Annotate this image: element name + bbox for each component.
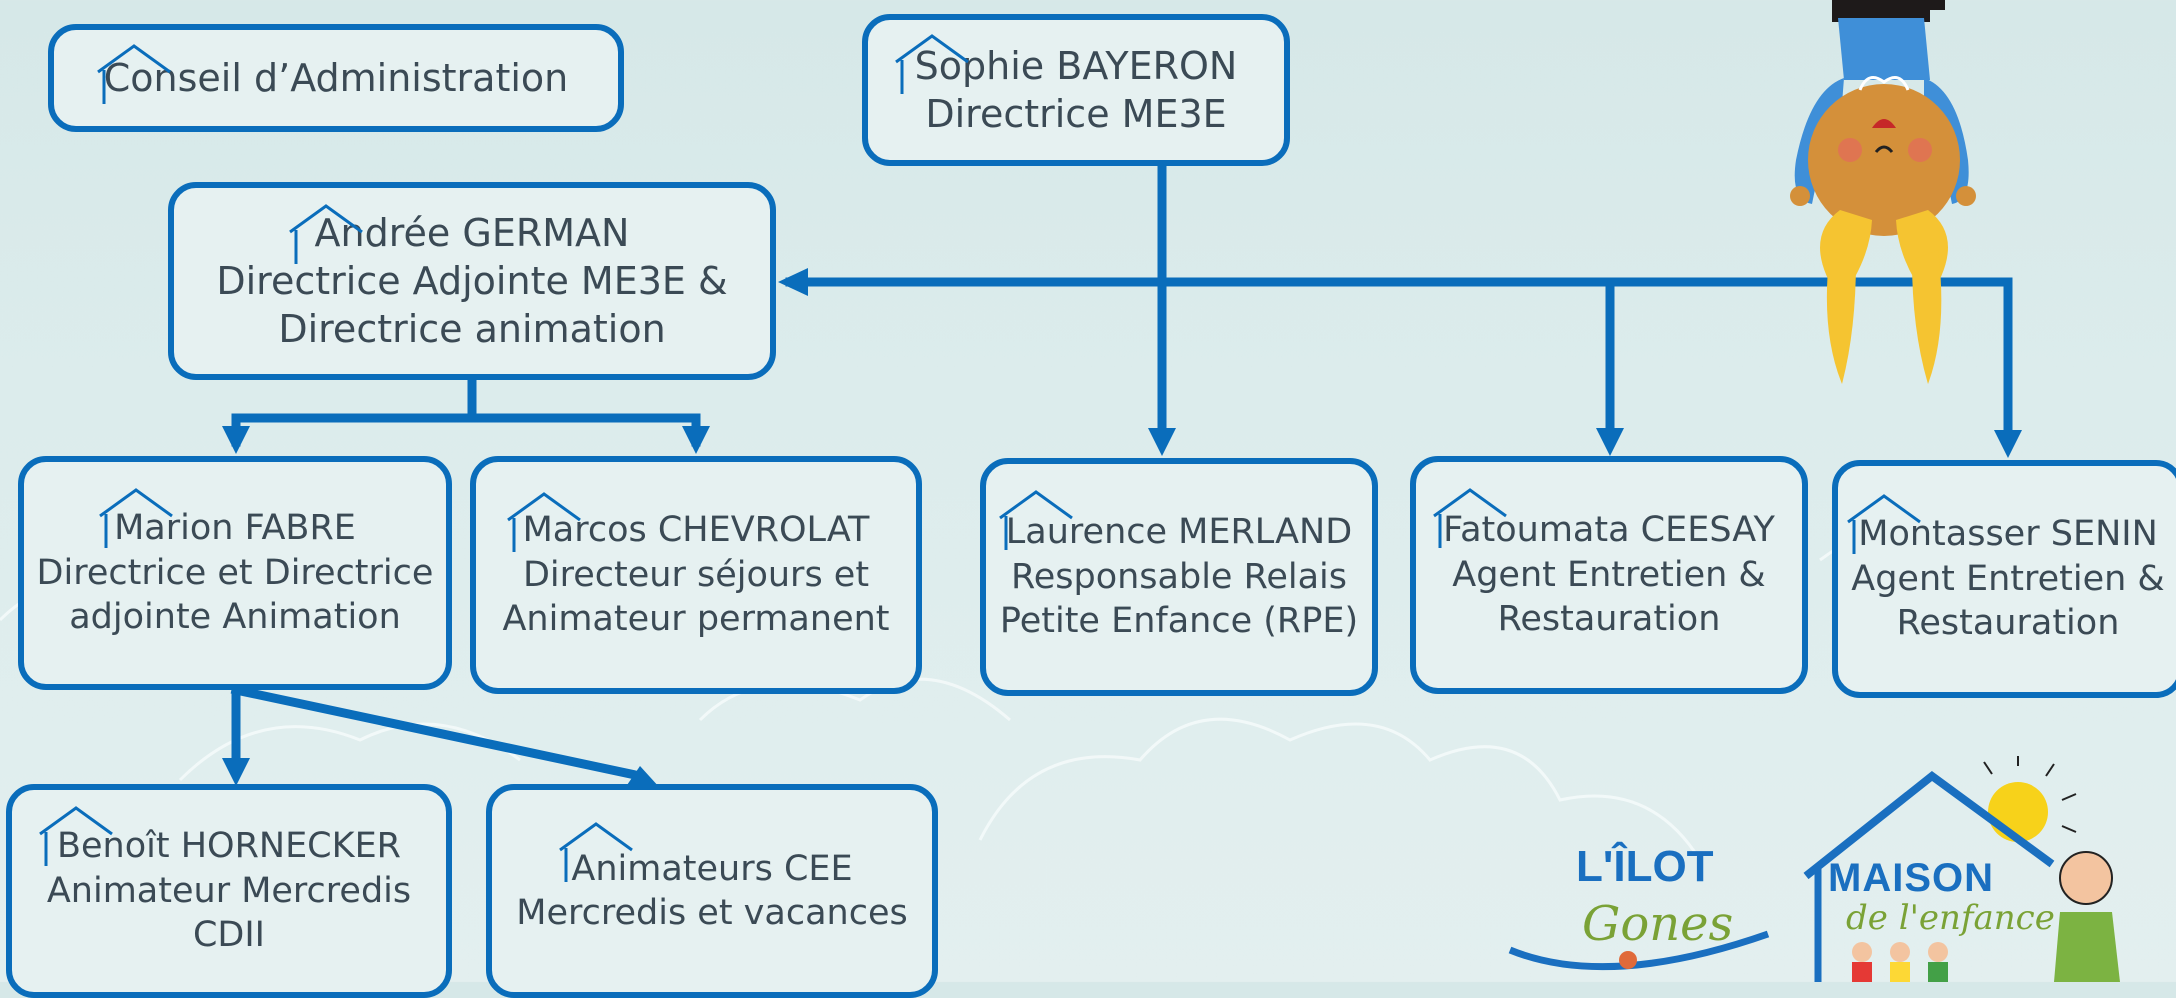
child-mascot-icon: [1790, 0, 1976, 384]
node-text-line: Fatoumata CEESAY: [1443, 510, 1775, 551]
node-text-line: Marcos CHEVROLAT: [522, 510, 870, 551]
node-text-line: Mercredis et vacances: [516, 893, 908, 933]
logo-enfance-text: de l'enfance: [1846, 898, 2055, 938]
node-text-line: Laurence MERLAND: [1005, 512, 1353, 553]
node-bayeron: Sophie BAYERON Directrice ME3E: [862, 14, 1290, 166]
node-text-line: adjointe Animation: [69, 597, 401, 638]
node-text-line: CDII: [192, 915, 266, 956]
node-animateurs-cee: Animateurs CEE Mercredis et vacances: [486, 784, 938, 998]
node-text-line: Marion FABRE: [114, 508, 356, 549]
node-text-line: Agent Entretien &: [1851, 558, 2165, 599]
logo-ilot-arc: [1508, 930, 1770, 971]
node-conseil-administration: Conseil d’Administration: [48, 24, 624, 132]
node-text-line: Conseil d’Administration: [103, 55, 569, 100]
node-senin: Montasser SENIN Agent Entretien & Restau…: [1832, 460, 2176, 698]
node-text-line: Petite Enfance (RPE): [999, 601, 1359, 642]
node-text-line: Directrice Adjointe ME3E &: [216, 258, 728, 303]
logo-ilot-gones: L'ÎLOT Gones: [1508, 842, 1778, 982]
sun-icon: [1803, 756, 2120, 982]
node-hornecker: Benoît HORNECKER Animateur Mercredis CDI…: [6, 784, 452, 998]
logo-maison-enfance: MAISON de l'enfance: [1800, 752, 2176, 982]
node-text-line: Restauration: [1497, 599, 1721, 640]
node-text-line: Restauration: [1896, 603, 2120, 644]
node-text-line: Animateur permanent: [502, 599, 890, 640]
node-text-line: Responsable Relais: [1010, 556, 1348, 597]
node-german: Andrée GERMAN Directrice Adjointe ME3E &…: [168, 182, 776, 380]
node-merland: Laurence MERLAND Responsable Relais Peti…: [980, 458, 1378, 696]
node-text-line: Benoît HORNECKER: [56, 826, 402, 867]
node-text-line: Directrice animation: [278, 307, 666, 352]
node-chevrolat: Marcos CHEVROLAT Directeur séjours et An…: [470, 456, 922, 694]
node-text-line: Directrice ME3E: [925, 92, 1227, 136]
node-text-line: Animateur Mercredis: [46, 870, 412, 911]
logo-ilot-text: L'ÎLOT: [1576, 842, 1714, 891]
logo-gones-text: Gones: [1582, 896, 1734, 952]
node-ceesay: Fatoumata CEESAY Agent Entretien & Resta…: [1410, 456, 1808, 694]
node-text-line: Directeur séjours et: [522, 554, 870, 595]
node-text-line: Montasser SENIN: [1858, 514, 2158, 555]
node-text-line: Agent Entretien &: [1452, 554, 1766, 595]
node-text-line: Directrice et Directrice: [36, 552, 434, 593]
node-text-line: Sophie BAYERON: [914, 43, 1238, 88]
node-fabre: Marion FABRE Directrice et Directrice ad…: [18, 456, 452, 690]
node-text-line: Andrée GERMAN: [314, 210, 630, 255]
node-text-line: Animateurs CEE: [571, 848, 853, 889]
logo-maison-text: MAISON: [1828, 856, 1994, 900]
